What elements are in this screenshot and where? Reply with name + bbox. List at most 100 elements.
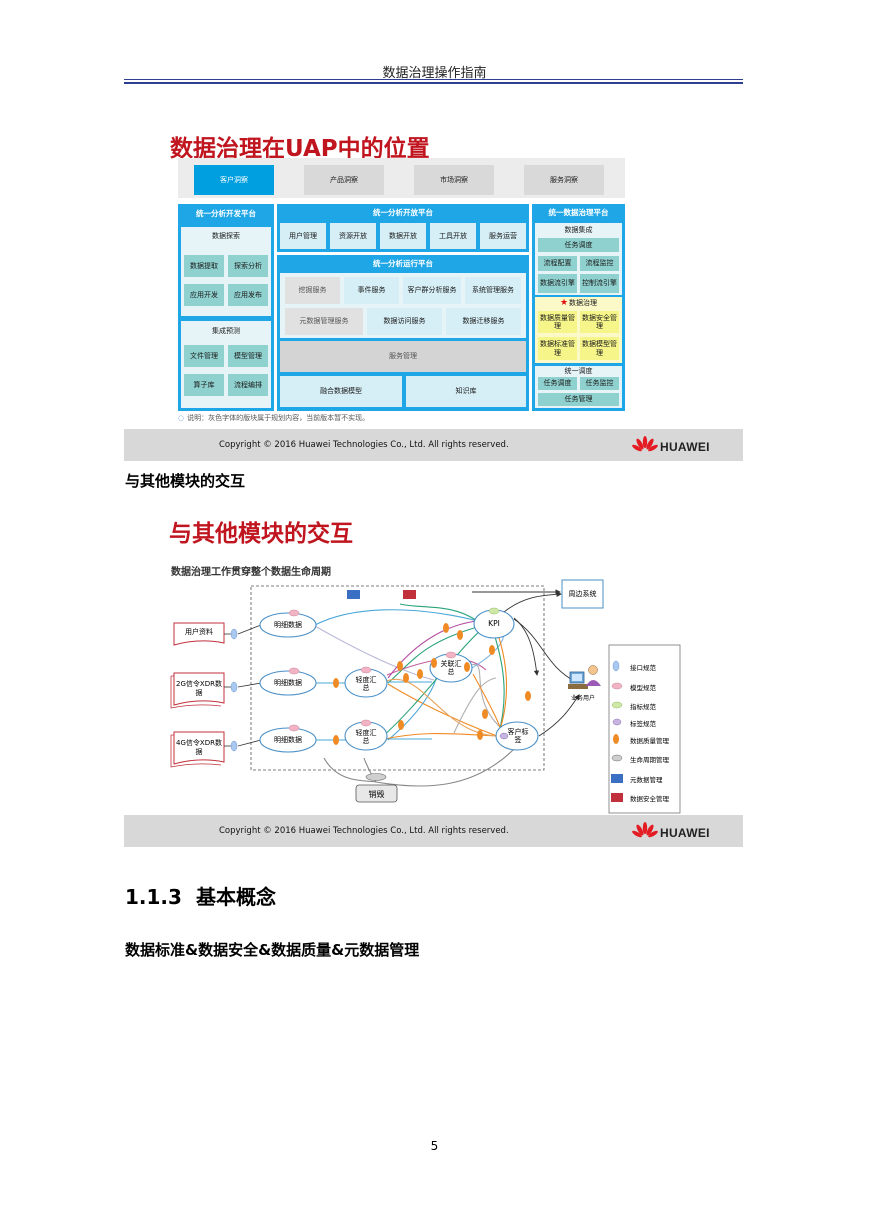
flow-line: [314, 625, 435, 681]
tab-service-insight: 服务洞察: [524, 165, 604, 195]
gov-dataflow-engine: 数据流引擎: [538, 274, 577, 293]
explore-item-extract: 数据提取: [184, 255, 224, 277]
legend-tag-label: 标签规范: [630, 720, 656, 728]
legend-interface-icon: [612, 660, 620, 672]
legend-model-label: 模型规范: [630, 684, 656, 692]
integration-item-files: 文件管理: [184, 345, 224, 367]
node-detail-2: [259, 670, 317, 696]
quality-mgmt-icon: [489, 645, 495, 655]
integration-item-models: 模型管理: [228, 345, 268, 367]
source-2g-label: 2G信令XDR数据: [176, 680, 222, 697]
source-arrow: [237, 739, 262, 747]
flow-line: [379, 732, 499, 741]
legend-quality-label: 数据质量管理: [630, 737, 669, 745]
quality-mgmt-icon: [431, 658, 437, 668]
copyright-text-2: Copyright © 2016 Huawei Technologies Co.…: [219, 826, 509, 836]
open-platform-title: 统一分析开放平台: [373, 208, 433, 218]
model-spec-icon: [288, 609, 300, 617]
node-light-summary-2-label: 轻度汇总: [355, 729, 377, 746]
caption-interaction: 与其他模块的交互: [125, 472, 246, 490]
flow-line: [453, 677, 497, 734]
model-spec-icon: [445, 651, 457, 659]
gov-integration-title: 数据集成: [564, 225, 593, 234]
quality-mgmt-icon: [333, 678, 339, 688]
run-item-data-access: 数据访问服务: [367, 308, 442, 335]
destroy-box: [355, 784, 398, 803]
header-rule-thick: [124, 82, 743, 84]
security-marker-icon: [403, 590, 416, 599]
node-detail-3: [259, 727, 317, 753]
interface-spec-icon: [230, 740, 238, 752]
source-doc-4g: [170, 731, 225, 768]
open-item-ops: 服务运营: [480, 223, 526, 249]
run-fusion-model: 融合数据模型: [280, 376, 402, 407]
open-item-tools: 工具开放: [430, 223, 476, 249]
run-item-mining: 挖掘服务: [285, 277, 340, 304]
slide-uap-position: 数据治理在UAP中的位置 客户洞察 产品洞察 市场洞察 服务洞察 统一分析开发平…: [124, 115, 743, 461]
business-user-icon: [568, 665, 601, 689]
integration-group-title: 集成预测: [212, 326, 240, 335]
tab-customer-insight: 客户洞察: [194, 165, 274, 195]
arrow-to-user: [513, 618, 577, 683]
source-arrow: [237, 624, 262, 635]
run-item-system-mgmt: 系统管理服务: [465, 277, 521, 304]
model-spec-icon: [288, 724, 300, 732]
gov-task-schedule: 任务调度: [538, 238, 619, 252]
legend-metadata-icon: [611, 774, 623, 783]
legend-quality-icon: [613, 734, 619, 744]
gov-schedule-task: 任务调度: [538, 377, 577, 390]
source-arrow: [237, 682, 262, 688]
quality-mgmt-icon: [464, 662, 470, 672]
destroy-label: 销毁: [368, 790, 385, 799]
flow-line: [323, 757, 377, 783]
node-detail-2-label: 明细数据: [274, 679, 302, 687]
gov-flow-monitor: 流程监控: [580, 256, 619, 271]
node-detail-1: [259, 612, 317, 638]
node-detail-3-label: 明细数据: [274, 736, 302, 744]
model-spec-icon: [288, 667, 300, 675]
run-item-customer-group: 客户群分析服务: [403, 277, 461, 304]
arrow-to-peripheral: [503, 591, 562, 613]
flow-line: [387, 683, 498, 737]
flow-line: [375, 746, 517, 787]
huawei-logo-2: HUAWEI: [632, 821, 722, 843]
gov-schedule-monitor: 任务监控: [580, 377, 619, 390]
legend-box: [608, 644, 681, 814]
metadata-marker-icon: [347, 590, 360, 599]
huawei-logo-text: HUAWEI: [660, 440, 710, 454]
explore-item-dev: 应用开发: [184, 284, 224, 306]
quality-mgmt-icon: [482, 709, 488, 719]
gov-flow-config: 流程配置: [538, 256, 577, 271]
arrow-kpi: [513, 617, 540, 676]
star-icon: ★: [559, 298, 569, 309]
run-knowledge-base: 知识库: [406, 376, 526, 407]
quality-mgmt-icon: [417, 669, 423, 679]
legend-model-icon: [611, 682, 623, 690]
quality-mgmt-icon: [397, 661, 403, 671]
gov-schedule-title: 统一调度: [564, 366, 593, 375]
business-user-label: 业务用户: [570, 695, 595, 702]
lifecycle-frame: [250, 585, 545, 771]
quality-mgmt-icon: [443, 623, 449, 633]
slide-module-interaction: 与其他模块的交互 数据治理工作贯穿整个数据生命周期: [124, 500, 743, 847]
node-customer-tag-label: 客户标签: [507, 728, 529, 745]
legend-lifecycle-label: 生命周期管理: [630, 756, 669, 764]
page-header-title: 数据治理操作指南: [382, 66, 487, 81]
integration-item-operators: 算子库: [184, 374, 224, 396]
section-number: 1.1.3: [125, 885, 182, 909]
gov-controlflow-engine: 控制流引擎: [580, 274, 619, 293]
source-doc-2g: [170, 672, 225, 709]
model-spec-icon: [360, 666, 372, 674]
header-rule-thin: [124, 79, 743, 80]
tab-market-insight: 市场洞察: [414, 165, 494, 195]
integration-item-flow: 流程编排: [228, 374, 268, 396]
flow-line: [314, 609, 493, 626]
indicator-spec-icon: [488, 607, 500, 615]
open-item-resources: 资源开放: [330, 223, 376, 249]
slide2-subtitle: 数据治理工作贯穿整个数据生命周期: [171, 567, 331, 578]
node-kpi-label: KPI: [488, 619, 500, 628]
interface-spec-icon: [230, 681, 238, 693]
explore-item-publish: 应用发布: [228, 284, 268, 306]
legend-metadata-label: 元数据管理: [630, 776, 663, 784]
